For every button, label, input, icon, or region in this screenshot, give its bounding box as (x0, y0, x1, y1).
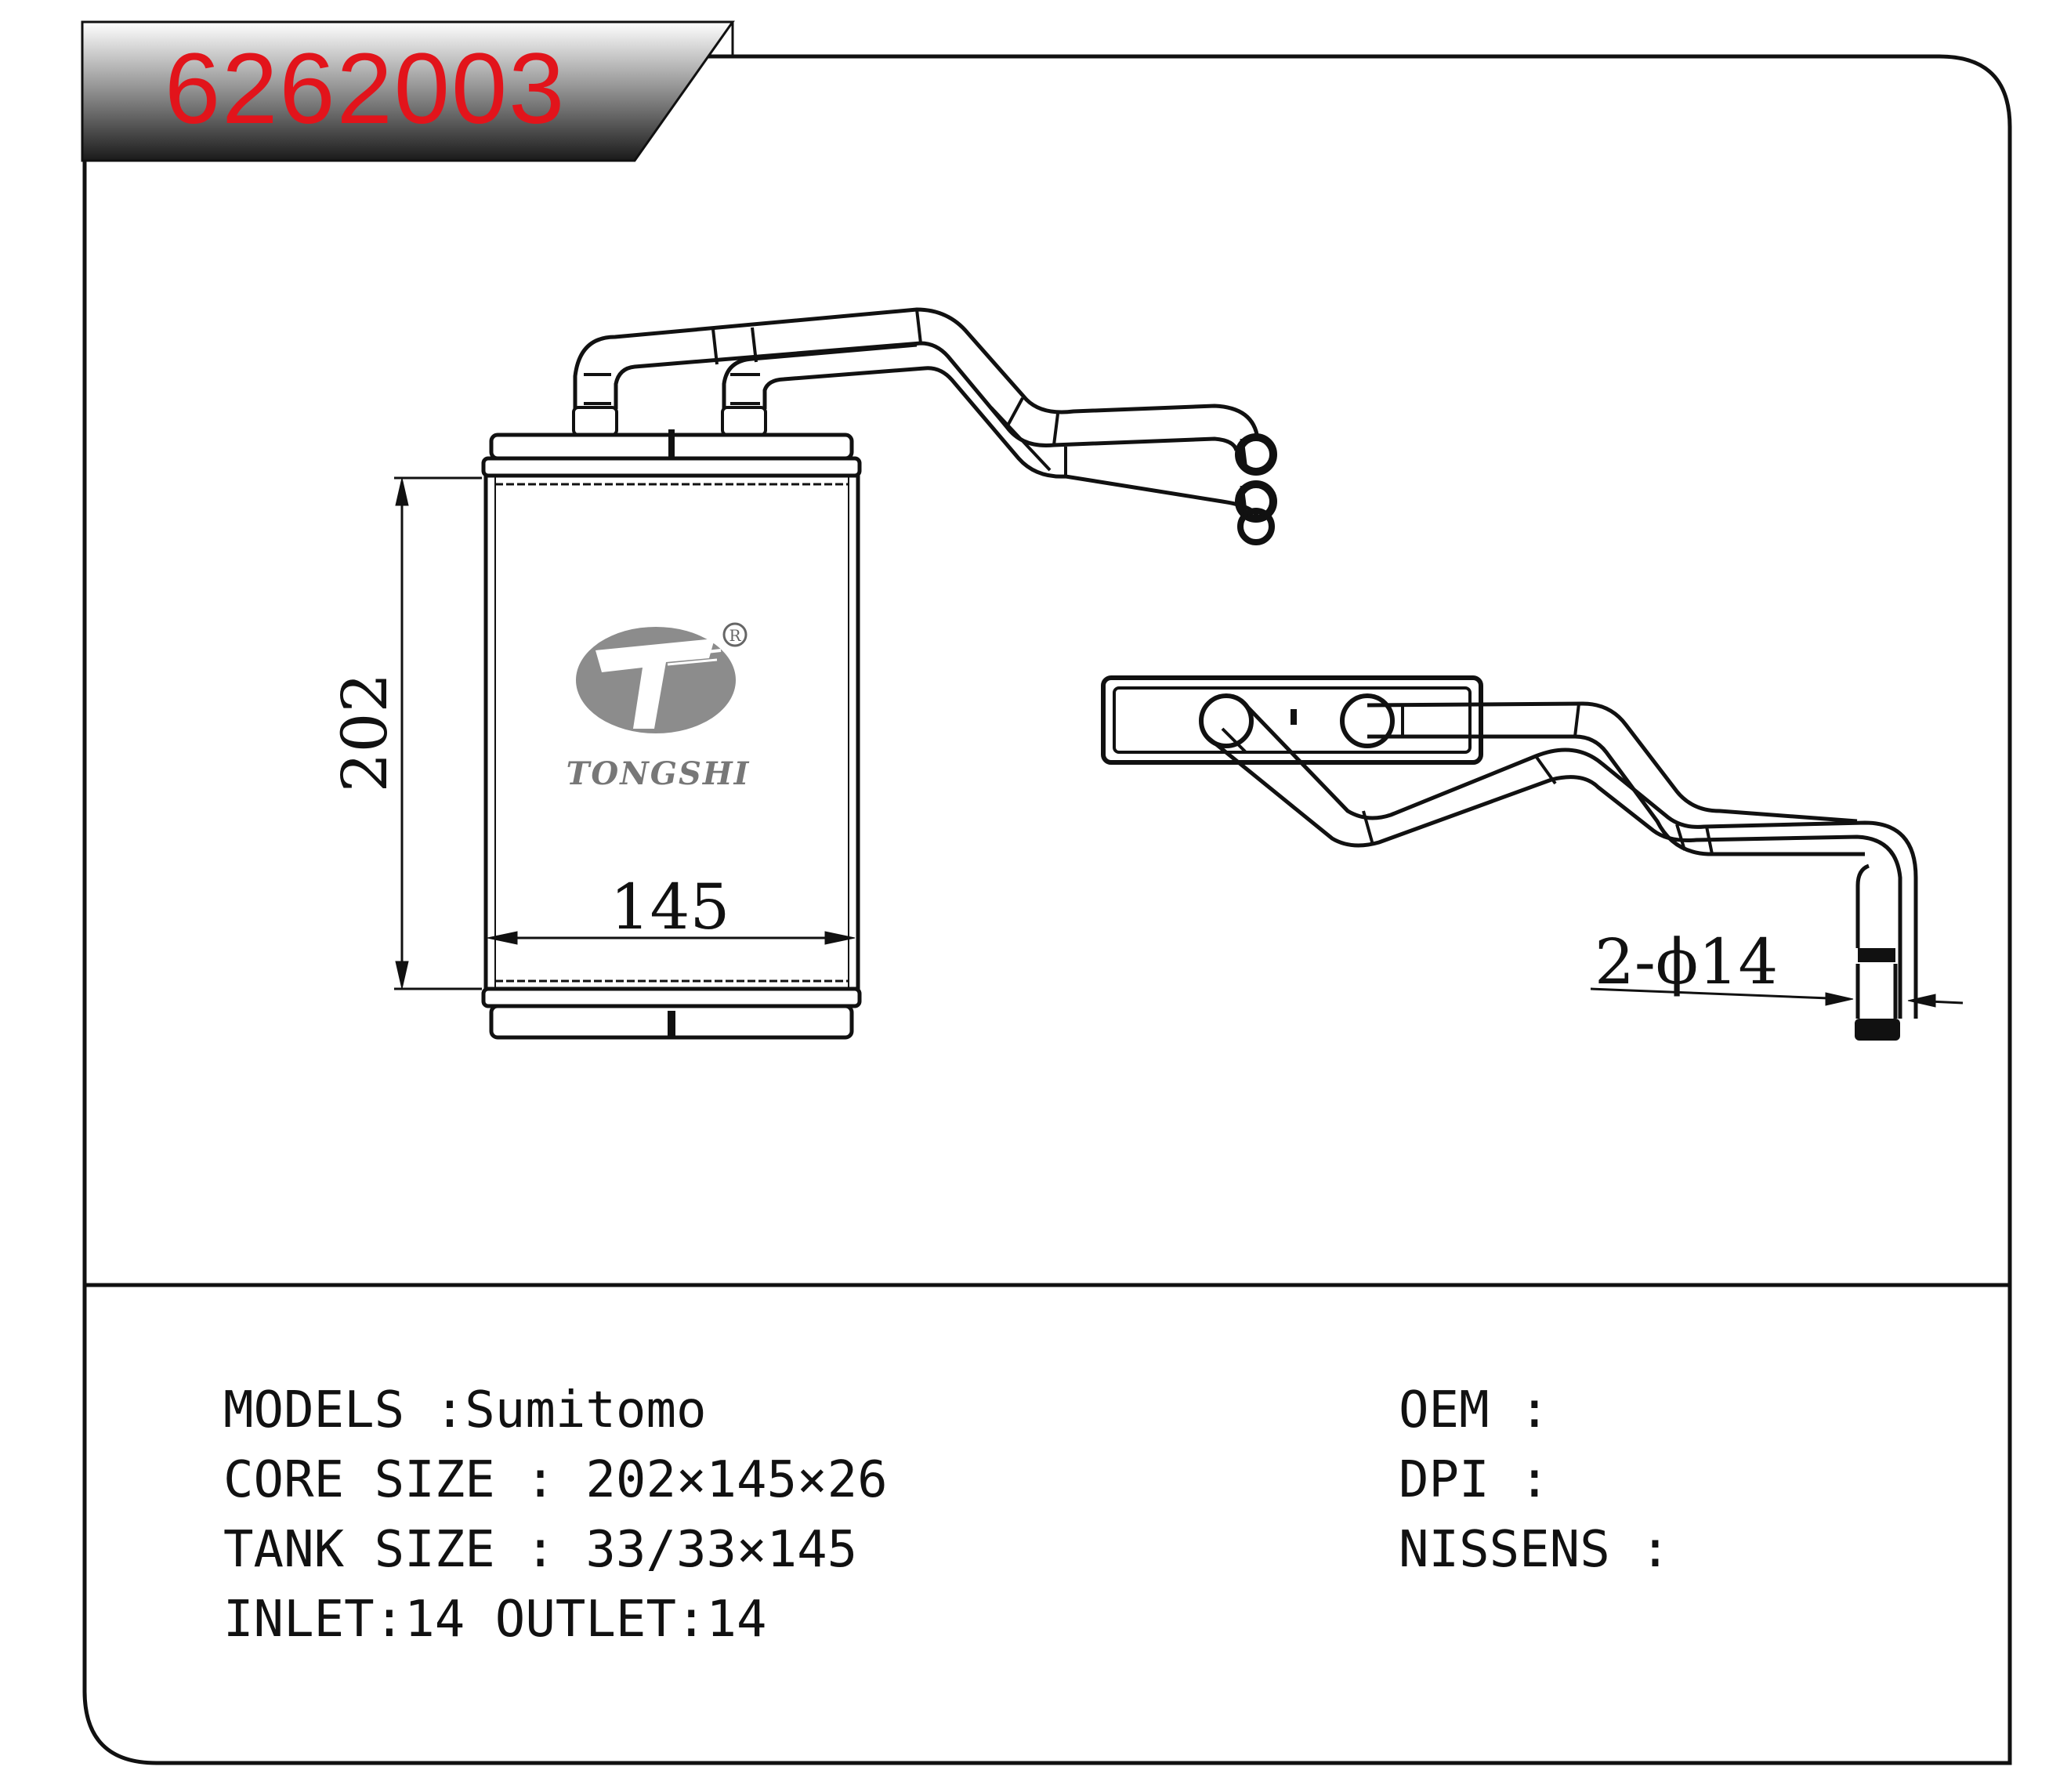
width-dimension-label: 145 (610, 871, 730, 943)
width-dimension (487, 931, 856, 945)
heater-core-top-view (1101, 675, 1918, 1041)
spec-inlet-outlet: INLET:14 OUTLET:14 (223, 1591, 767, 1649)
drawing-frame (82, 54, 2012, 1765)
registered-mark: R (729, 626, 741, 645)
spec-core-size: CORE SIZE : 202×145×26 (223, 1451, 888, 1509)
heater-core-front-view (481, 307, 1277, 1040)
spec-tank-size: TANK SIZE : 33/33×145 (223, 1521, 858, 1579)
part-number: 6262003 (165, 33, 567, 145)
part-number-tab (81, 20, 735, 162)
ref-dpi: DPI : (1399, 1451, 1550, 1509)
pipe-diameter-dimension (1590, 987, 1964, 1008)
ref-nissens: NISSENS : (1399, 1521, 1671, 1579)
height-dimension-label: 202 (328, 673, 401, 793)
height-dimension (394, 476, 482, 990)
registered-mark-icon (722, 622, 748, 647)
pipe-diameter-label: 2-ϕ14 (1595, 925, 1778, 998)
tongshi-logo: R TONGSHI (567, 622, 751, 792)
spec-models: MODELS :Sumitomo (223, 1381, 707, 1439)
ref-oem: OEM : (1399, 1381, 1550, 1439)
logo-text: TONGSHI (567, 755, 751, 792)
